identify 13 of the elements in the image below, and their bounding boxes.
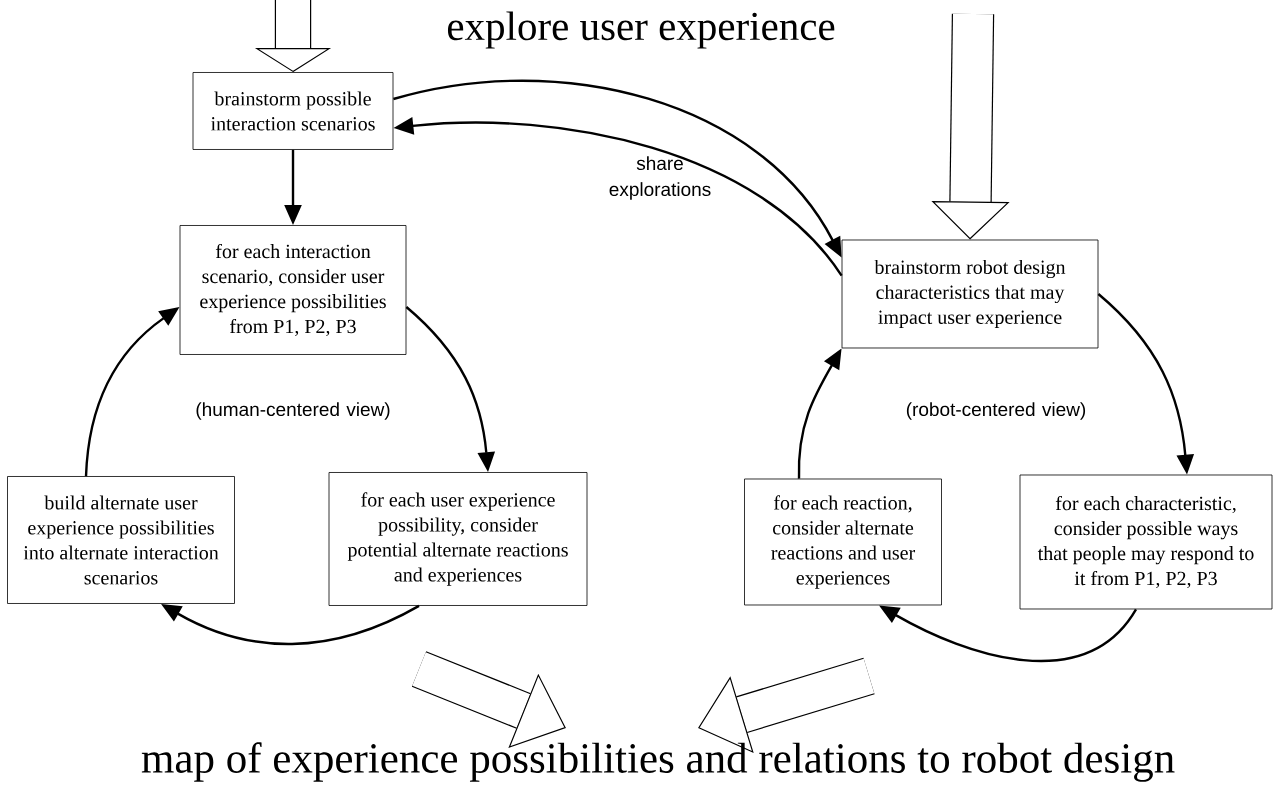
view-label: (human-centered view) bbox=[196, 402, 390, 420]
process-box: for each user experience possibility, consider potential alternate reactions and experiences bbox=[328, 472, 588, 606]
process-box: build alternate user experience possibilities into alternate interaction scenarios bbox=[7, 476, 235, 604]
title: explore user experience bbox=[447, 11, 835, 49]
process-box: for each interaction scenario, consider user experience possibilities from P1, P2, P3 bbox=[179, 225, 407, 355]
view-label: (robot-centered view) bbox=[906, 402, 1086, 420]
process-box: for each reaction, consider alternate reactions and user experiences bbox=[744, 478, 942, 606]
process-box: for each characteristic, consider possible ways that people may respond to it from P1, P2, P3 bbox=[1019, 474, 1273, 610]
process-box: brainstorm robot design characteristics that may impact user experience bbox=[841, 239, 1099, 349]
block-arrow bbox=[698, 657, 875, 753]
output-text: map of experience possibilities and relations to robot design bbox=[141, 742, 1175, 782]
annotation: share explorations bbox=[609, 156, 711, 200]
process-box: brainstorm possible interaction scenarios bbox=[192, 72, 394, 150]
